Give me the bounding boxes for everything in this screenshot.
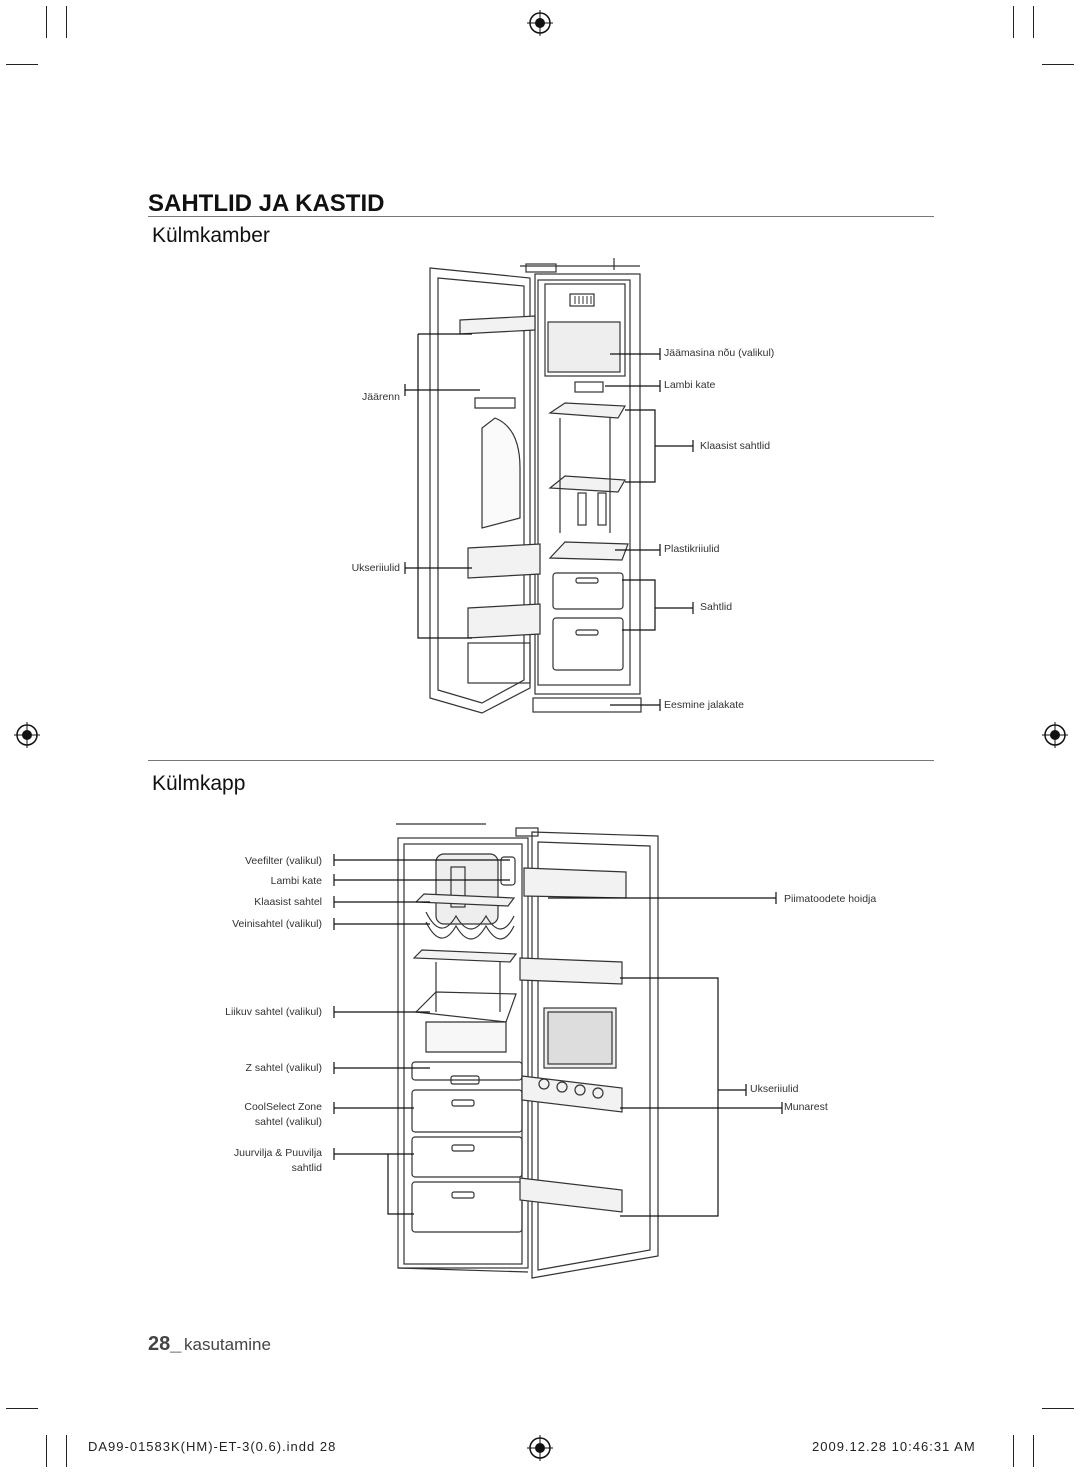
title-rule	[148, 216, 934, 217]
label-coolselect-line1: CoolSelect Zone	[244, 1101, 322, 1113]
refrigerator-leader-lines	[333, 854, 783, 1217]
label-veinisahtel: Veinisahtel (valikul)	[232, 918, 322, 930]
label-lambi-kate-freezer: Lambi kate	[664, 379, 716, 391]
registration-target-top	[527, 10, 553, 36]
print-timestamp: 2009.12.28 10:46:31 AM	[812, 1439, 976, 1454]
label-plastikriiulid: Plastikriiulid	[664, 543, 720, 555]
label-juurvilja-line1: Juurvilja & Puuvilja	[233, 1147, 322, 1159]
label-coolselect-line2: sahtel (valikul)	[254, 1116, 322, 1128]
label-klaasist-sahtel: Klaasist sahtel	[254, 896, 322, 908]
label-ukseriiulid-fridge: Ukseriiulid	[750, 1083, 799, 1095]
registration-target-right	[1042, 722, 1068, 748]
section-title-refrigerator: Külmkapp	[152, 772, 246, 795]
label-piimatoodete-hoidja: Piimatoodete hoidja	[784, 893, 877, 905]
page-title: SAHTLID JA KASTID	[148, 190, 385, 217]
label-liikuv-sahtel: Liikuv sahtel (valikul)	[225, 1006, 322, 1018]
label-munarest: Munarest	[784, 1101, 828, 1113]
registration-target-left	[14, 722, 40, 748]
label-ukseriiulid-freezer: Ukseriiulid	[351, 562, 400, 574]
section-rule	[148, 760, 934, 761]
label-z-sahtel: Z sahtel (valikul)	[245, 1062, 322, 1074]
freezer-illustration	[429, 258, 642, 714]
label-sahtlid: Sahtlid	[700, 601, 733, 613]
label-jaarenn: Jäärenn	[362, 391, 400, 403]
label-lambi-kate-fridge: Lambi kate	[270, 875, 322, 887]
page-number: 28_	[148, 1333, 182, 1355]
label-veefilter: Veefilter (valikul)	[244, 855, 322, 867]
section-title-freezer: Külmkamber	[152, 224, 270, 247]
label-klaasist-sahtlid: Klaasist sahtlid	[700, 440, 771, 452]
label-jaamasina-nou: Jäämasina nõu (valikul)	[664, 347, 775, 359]
label-juurvilja-line2: sahtlid	[291, 1162, 322, 1174]
refrigerator-illustration	[396, 823, 659, 1279]
label-eesmine-jalakate: Eesmine jalakate	[664, 699, 744, 711]
file-name: DA99-01583K(HM)-ET-3(0.6).indd 28	[88, 1439, 337, 1454]
page-section: kasutamine	[184, 1335, 271, 1354]
freezer-leader-lines	[404, 333, 694, 711]
registration-target-bottom	[527, 1435, 553, 1461]
